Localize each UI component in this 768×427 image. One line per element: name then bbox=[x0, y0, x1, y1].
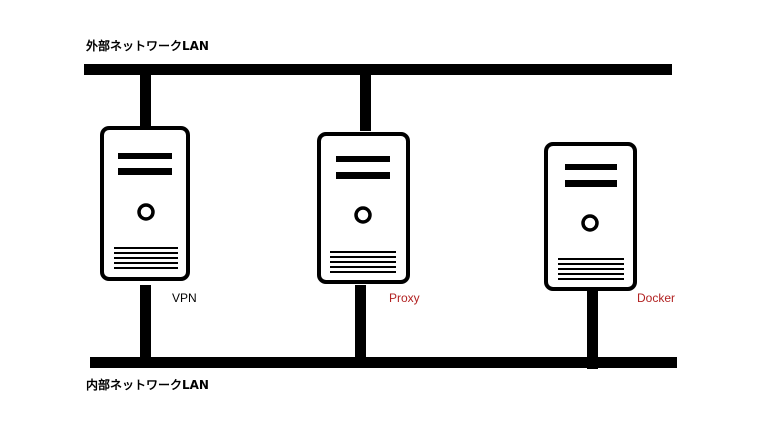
internal-lan-bus bbox=[90, 357, 677, 368]
internal-network-label: 内部ネットワークLAN bbox=[86, 378, 209, 392]
docker-server-icon bbox=[544, 142, 637, 291]
external-network-label: 外部ネットワークLAN bbox=[86, 39, 209, 53]
vpn-internal-link bbox=[140, 285, 151, 357]
vpn-server-icon bbox=[100, 126, 190, 281]
docker-internal-link bbox=[587, 291, 598, 369]
external-lan-bus bbox=[84, 64, 672, 75]
vpn-external-link bbox=[140, 75, 151, 126]
proxy-server-label: Proxy bbox=[389, 291, 420, 305]
docker-server-label: Docker bbox=[637, 291, 676, 305]
proxy-external-link bbox=[360, 75, 371, 131]
proxy-internal-link bbox=[355, 285, 366, 357]
proxy-server-icon bbox=[317, 132, 410, 284]
vpn-server-label: VPN bbox=[172, 291, 197, 305]
